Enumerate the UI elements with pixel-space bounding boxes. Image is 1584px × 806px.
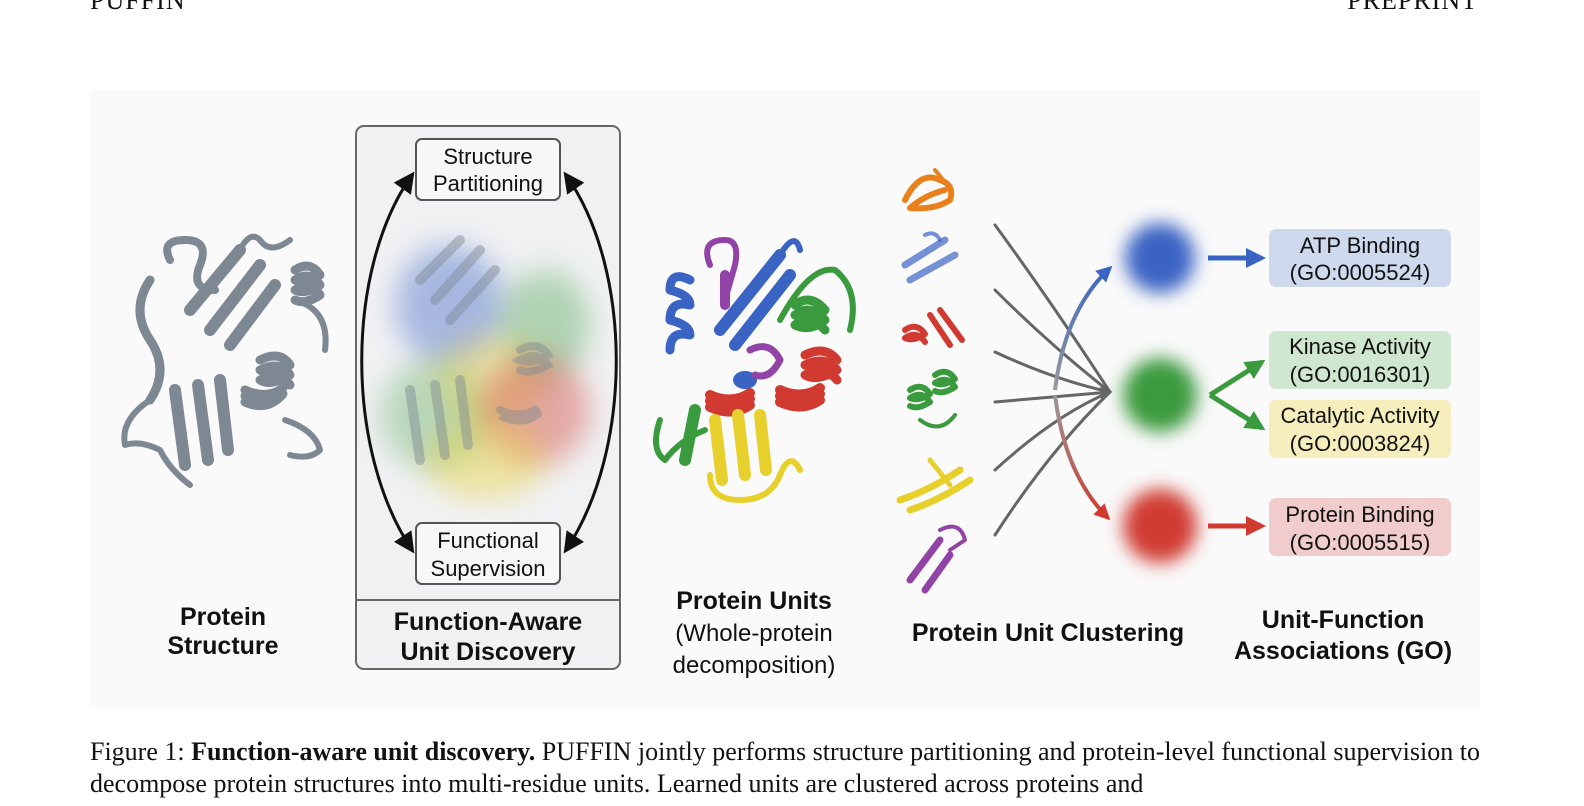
svg-text:(GO:0005515): (GO:0005515) — [1290, 530, 1431, 555]
go-term-catalytic-activity: Catalytic Activity (GO:0003824) — [1269, 400, 1451, 458]
unit-discovery-label-line2: Unit Discovery — [400, 638, 575, 666]
unit-discovery-label-line1: Function-Aware — [394, 608, 583, 636]
cluster-blob-red — [1123, 489, 1197, 563]
svg-text:Kinase Activity: Kinase Activity — [1289, 334, 1431, 359]
running-header-right: PREPRINT — [1347, 0, 1478, 16]
cluster-blob-blue — [1125, 223, 1195, 293]
svg-text:ATP Binding: ATP Binding — [1300, 233, 1420, 258]
protein-structure-label-line2: Structure — [167, 632, 278, 660]
protein-units-label-line2: (Whole-protein — [675, 620, 832, 647]
functional-supervision-line1: Functional — [437, 528, 539, 553]
go-term-atp-binding: ATP Binding (GO:0005524) — [1269, 229, 1451, 287]
structure-partitioning-line2: Partitioning — [433, 171, 543, 196]
caption-prefix: Figure 1: — [90, 737, 191, 766]
svg-text:Protein Binding: Protein Binding — [1285, 502, 1434, 527]
protein-units-label-line1: Protein Units — [676, 587, 832, 615]
figure-caption: Figure 1: Function-aware unit discovery.… — [90, 736, 1480, 800]
functional-supervision-line2: Supervision — [431, 556, 546, 581]
svg-text:(GO:0016301): (GO:0016301) — [1290, 362, 1431, 387]
svg-text:(GO:0005524): (GO:0005524) — [1290, 260, 1431, 285]
clustering-label: Protein Unit Clustering — [912, 619, 1184, 647]
figure-1: Protein Structure Str — [90, 90, 1480, 708]
svg-text:Catalytic Activity: Catalytic Activity — [1281, 403, 1440, 428]
unit-discovery-panel: Structure Partitioning Functional Superv… — [356, 126, 620, 669]
cluster-blob-green — [1123, 358, 1197, 432]
associations-label-line2: Associations (GO) — [1234, 637, 1452, 665]
protein-structure-label-line1: Protein — [180, 603, 266, 631]
svg-text:(GO:0003824): (GO:0003824) — [1290, 431, 1431, 456]
caption-title: Function-aware unit discovery. — [191, 737, 535, 766]
go-term-kinase-activity: Kinase Activity (GO:0016301) — [1269, 331, 1451, 389]
running-header-left: PUFFIN — [90, 0, 186, 16]
protein-units-label-line3: decomposition) — [673, 652, 836, 679]
structure-partitioning-line1: Structure — [443, 144, 532, 169]
go-term-protein-binding: Protein Binding (GO:0005515) — [1269, 498, 1451, 556]
associations-label-line1: Unit-Function — [1262, 606, 1424, 634]
